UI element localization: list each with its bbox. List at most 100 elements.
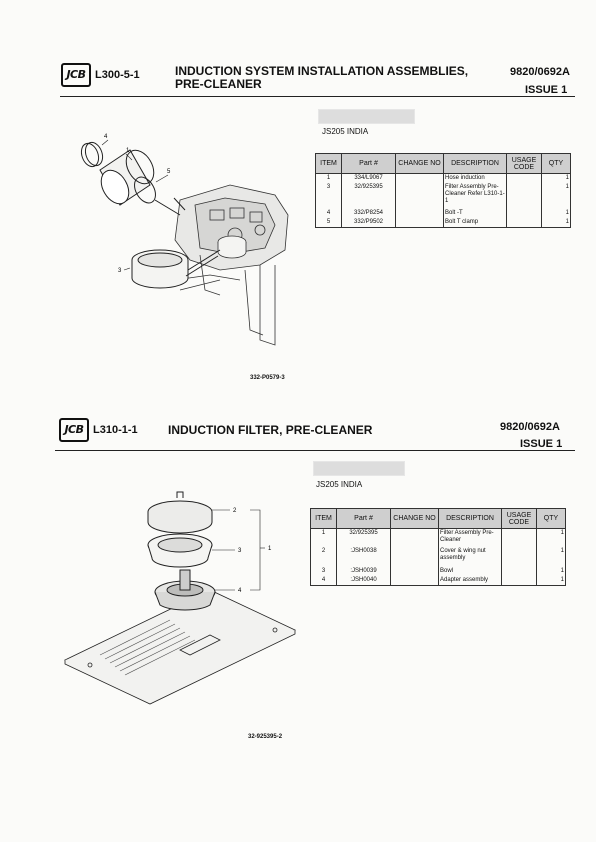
change-cell	[395, 218, 444, 228]
description-cell: Bolt -T	[443, 209, 507, 218]
change-cell	[390, 528, 439, 547]
callout-2: 2	[233, 508, 237, 514]
item-cell: 5	[315, 218, 342, 228]
table-row: 1 334/L9067 Hose induction 1	[315, 173, 571, 183]
change-cell	[395, 209, 444, 218]
table-row: 5 332/P9502 Bolt T clamp 1	[315, 218, 571, 228]
column-header-usage: USAGE CODE	[501, 508, 537, 529]
table-row: 4 :JSH0040 Adapter assembly 1	[310, 576, 566, 586]
table-row: 1 32/925395 Filter Assembly Pre-Cleaner …	[310, 528, 566, 547]
description-cell: Adapter assembly	[438, 576, 502, 586]
description-cell: Bowl	[438, 567, 502, 576]
callout-1: 1	[126, 148, 130, 154]
column-header-qty: QTY	[536, 508, 566, 529]
column-header-item: ITEM	[315, 153, 342, 174]
qty-cell: 1	[541, 183, 571, 209]
section-title: INDUCTION SYSTEM INSTALLATION ASSEMBLIES…	[175, 64, 469, 91]
column-header-part: Part #	[336, 508, 391, 529]
callout-4: 4	[238, 588, 242, 594]
qty-cell: 1	[536, 567, 566, 576]
item-cell: 3	[310, 567, 337, 576]
usage-cell	[506, 218, 542, 228]
table-row: 3 32/925395 Filter Assembly Pre-Cleaner …	[315, 183, 571, 209]
jcb-logo: JCB	[61, 63, 91, 87]
change-cell	[390, 567, 439, 576]
variant-label: JS205 INDIA	[316, 480, 363, 489]
item-cell: 1	[315, 173, 342, 183]
part-cell: :JSH0038	[336, 547, 391, 567]
usage-cell	[501, 547, 537, 567]
usage-cell	[506, 209, 542, 218]
column-header-part: Part #	[341, 153, 396, 174]
item-cell: 3	[315, 183, 342, 209]
column-header-usage: USAGE CODE	[506, 153, 542, 174]
column-header-description: DESCRIPTION	[443, 153, 507, 174]
table-header-row: ITEM Part # CHANGE NO DESCRIPTION USAGE …	[315, 153, 571, 174]
usage-cell	[506, 183, 542, 209]
change-cell	[390, 576, 439, 586]
table-row: 3 :JSH0039 Bowl 1	[310, 567, 566, 576]
callout-3: 3	[118, 268, 122, 274]
header-divider	[55, 450, 575, 451]
qty-cell: 1	[536, 528, 566, 547]
installation-illustration: 4 1 5 3	[80, 134, 289, 346]
description-cell: Filter Assembly Pre-Cleaner	[438, 528, 502, 547]
part-cell: :JSH0040	[336, 576, 391, 586]
figure-id: 32-925395-2	[248, 734, 283, 740]
table-row: 4 332/P8254 Bolt -T 1	[315, 209, 571, 218]
pre-cleaner-illustration: 2 3 1 4	[64, 491, 296, 705]
usage-cell	[501, 567, 537, 576]
part-cell: 332/P9502	[341, 218, 396, 228]
figure-id: 332-P0579-3	[250, 375, 285, 381]
issue-label: ISSUE 1	[525, 84, 568, 96]
change-cell	[395, 183, 444, 209]
description-cell: Hose induction	[443, 173, 507, 183]
item-cell: 4	[310, 576, 337, 586]
callout-1: 1	[268, 546, 272, 552]
table-header-row: ITEM Part # CHANGE NO DESCRIPTION USAGE …	[310, 508, 566, 529]
column-header-change: CHANGE NO	[395, 153, 444, 174]
table-row: 2 :JSH0038 Cover & wing nut assembly 1	[310, 547, 566, 567]
item-cell: 2	[310, 547, 337, 567]
column-header-qty: QTY	[541, 153, 571, 174]
issue-label: ISSUE 1	[520, 438, 563, 450]
part-cell: 332/P8254	[341, 209, 396, 218]
description-cell: Bolt T clamp	[443, 218, 507, 228]
column-header-change: CHANGE NO	[390, 508, 439, 529]
column-header-description: DESCRIPTION	[438, 508, 502, 529]
description-cell: Filter Assembly Pre-Cleaner Refer L310-1…	[443, 183, 507, 209]
variant-label: JS205 INDIA	[322, 127, 369, 136]
variant-bar	[318, 109, 415, 124]
item-cell: 1	[310, 528, 337, 547]
usage-cell	[501, 528, 537, 547]
part-cell: 32/925395	[341, 183, 396, 209]
usage-cell	[506, 173, 542, 183]
qty-cell: 1	[536, 576, 566, 586]
qty-cell: 1	[541, 209, 571, 218]
qty-cell: 1	[541, 173, 571, 183]
part-cell: 32/925395	[336, 528, 391, 547]
part-cell: :JSH0039	[336, 567, 391, 576]
variant-bar	[313, 461, 405, 476]
section-title: INDUCTION FILTER, PRE-CLEANER	[168, 423, 373, 437]
callout-5: 5	[167, 169, 171, 175]
jcb-logo: JCB	[59, 418, 89, 442]
qty-cell: 1	[541, 218, 571, 228]
doc-number: 9820/0692A	[500, 421, 560, 433]
change-cell	[395, 173, 444, 183]
parts-table: ITEM Part # CHANGE NO DESCRIPTION USAGE …	[315, 153, 571, 228]
doc-number: 9820/0692A	[510, 66, 570, 78]
column-header-item: ITEM	[310, 508, 337, 529]
part-cell: 334/L9067	[341, 173, 396, 183]
callout-3: 3	[238, 548, 242, 554]
change-cell	[390, 547, 439, 567]
parts-table: ITEM Part # CHANGE NO DESCRIPTION USAGE …	[310, 508, 566, 586]
section-code: L310-1-1	[93, 424, 138, 436]
header-divider	[60, 96, 575, 97]
description-cell: Cover & wing nut assembly	[438, 547, 502, 567]
item-cell: 4	[315, 209, 342, 218]
callout-4: 4	[104, 134, 108, 140]
section-code: L300-5-1	[95, 69, 140, 81]
qty-cell: 1	[536, 547, 566, 567]
usage-cell	[501, 576, 537, 586]
